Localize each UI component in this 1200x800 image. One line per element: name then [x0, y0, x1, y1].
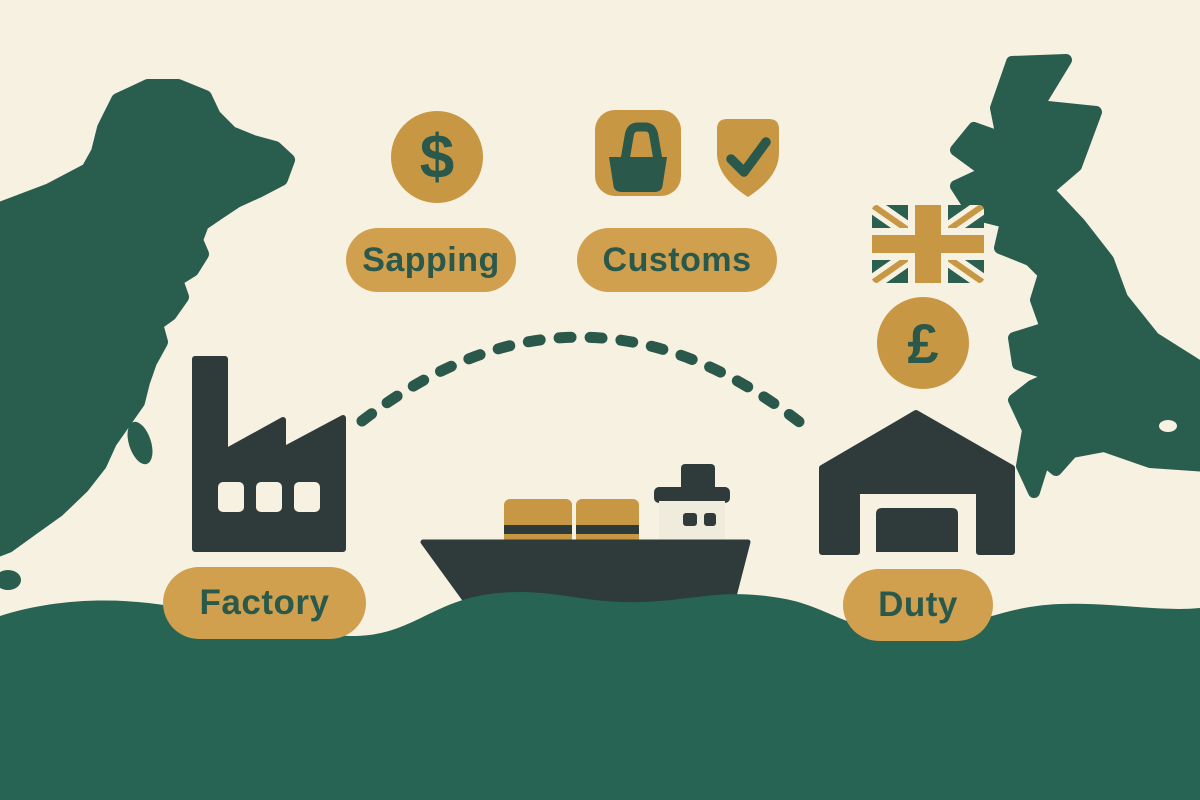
warehouse-door [876, 508, 958, 552]
island-icon [41, 491, 63, 509]
container-stripe [576, 525, 639, 534]
cargo-ship-icon [420, 464, 751, 607]
dollar-symbol: $ [419, 122, 455, 192]
container-stripe [504, 525, 572, 534]
lock-body [609, 157, 667, 192]
pound-coin-icon: £ [877, 297, 969, 389]
china-map-icon [0, 79, 295, 557]
ship-funnel [681, 464, 715, 492]
pound-symbol: £ [907, 311, 939, 375]
duty-label: Duty [878, 585, 958, 624]
shipping-label-pill: Sapping [346, 228, 516, 292]
checkmark-icon [726, 137, 771, 177]
uk-map-icon [950, 54, 1200, 498]
customs-label: Customs [602, 240, 752, 279]
factory-label: Factory [199, 583, 330, 622]
dollar-coin-icon: $ [391, 111, 483, 203]
lock-badge-icon [595, 110, 681, 196]
warehouse-icon [819, 410, 1015, 555]
island-icon [0, 570, 21, 590]
shield-check-icon [717, 119, 779, 197]
island-icon [0, 484, 27, 510]
factory-label-pill: Factory [163, 567, 366, 639]
uk-coast-hole [1159, 420, 1177, 432]
duty-label-pill: Duty [843, 569, 993, 641]
island-icon [127, 421, 153, 465]
ship-bridge-roof [654, 487, 730, 503]
uk-flag-icon [872, 205, 984, 283]
route-dotted-arc-icon [356, 331, 818, 438]
lock-icon [620, 122, 663, 165]
customs-label-pill: Customs [577, 228, 777, 292]
factory-icon [192, 356, 346, 552]
ship-window [704, 513, 716, 526]
ship-window [683, 513, 697, 526]
ship-hull [420, 539, 751, 607]
shipping-label: Sapping [362, 240, 500, 279]
sea-waves [0, 591, 1200, 800]
